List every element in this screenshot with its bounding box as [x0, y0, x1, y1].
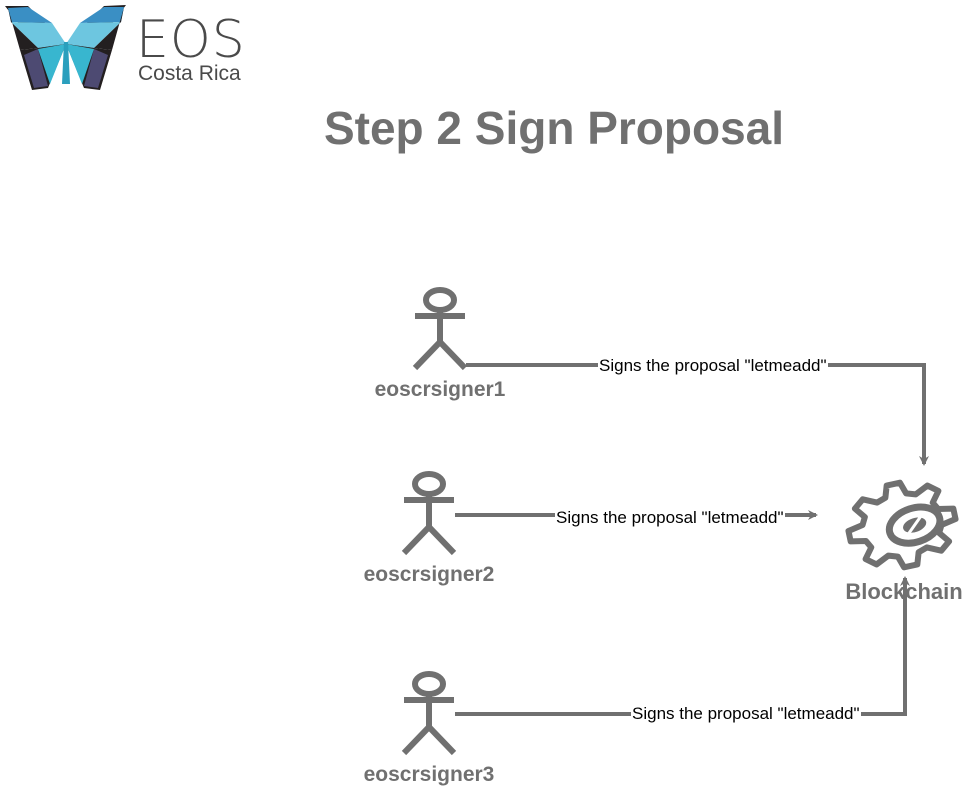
logo-brand-text: EOS	[136, 10, 246, 70]
actor-figure-eoscrsigner1	[412, 287, 468, 371]
edge-label-signer1: Signs the proposal "letmeadd"	[598, 356, 828, 376]
logo-subtitle-text: Costa Rica	[138, 62, 241, 85]
blockchain-label: Blockchain	[845, 579, 963, 604]
butterfly-icon	[5, 5, 126, 90]
blockchain-gear-icon	[845, 479, 959, 571]
actor-label-eoscrsigner3: eoscrsigner3	[363, 763, 495, 786]
page-title: Step 2 Sign Proposal	[323, 102, 785, 154]
edge-signer3-to-blockchain	[455, 576, 910, 716]
edge-signer1-to-blockchain	[466, 363, 929, 466]
actor-figure-eoscrsigner3	[401, 671, 457, 756]
edge-label-signer2: Signs the proposal "letmeadd"	[555, 508, 785, 528]
eos-costa-rica-logo: EOS Costa Rica	[0, 0, 260, 100]
actor-label-eoscrsigner1: eoscrsigner1	[374, 378, 506, 401]
edge-label-signer3: Signs the proposal "letmeadd"	[631, 704, 861, 724]
actor-figure-eoscrsigner2	[401, 471, 457, 556]
actor-label-eoscrsigner2: eoscrsigner2	[363, 563, 495, 586]
